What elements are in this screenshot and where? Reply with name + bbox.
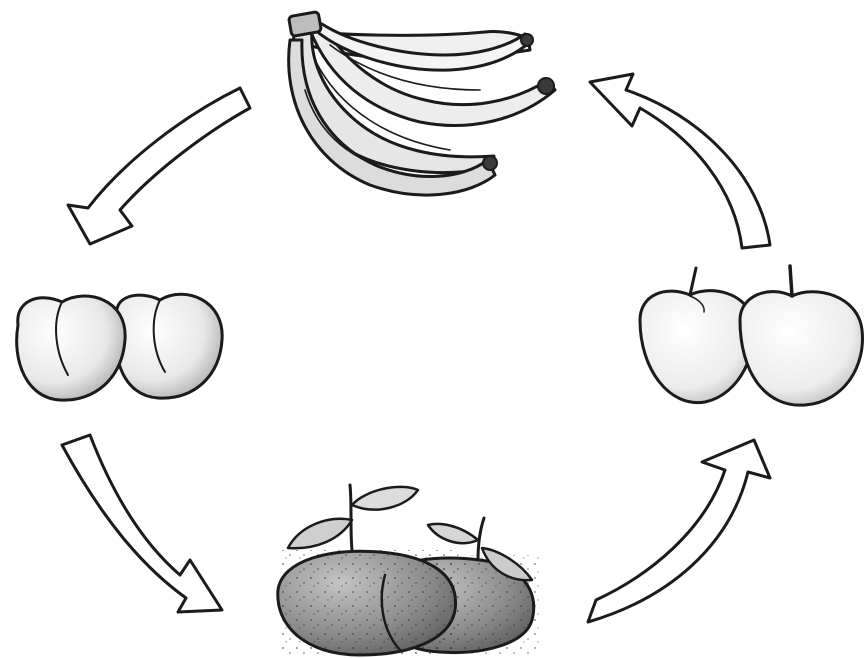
arrow-bananas-to-peaches xyxy=(68,88,250,244)
arrow-tangerines-to-apples xyxy=(588,440,770,622)
arrow-peaches-to-tangerines xyxy=(62,435,222,612)
arrow-apples-to-bananas xyxy=(590,74,770,248)
banana-bunch-icon xyxy=(288,12,555,195)
tangerines-icon xyxy=(278,485,540,655)
peaches-icon xyxy=(17,294,223,400)
apples-icon xyxy=(640,266,862,405)
